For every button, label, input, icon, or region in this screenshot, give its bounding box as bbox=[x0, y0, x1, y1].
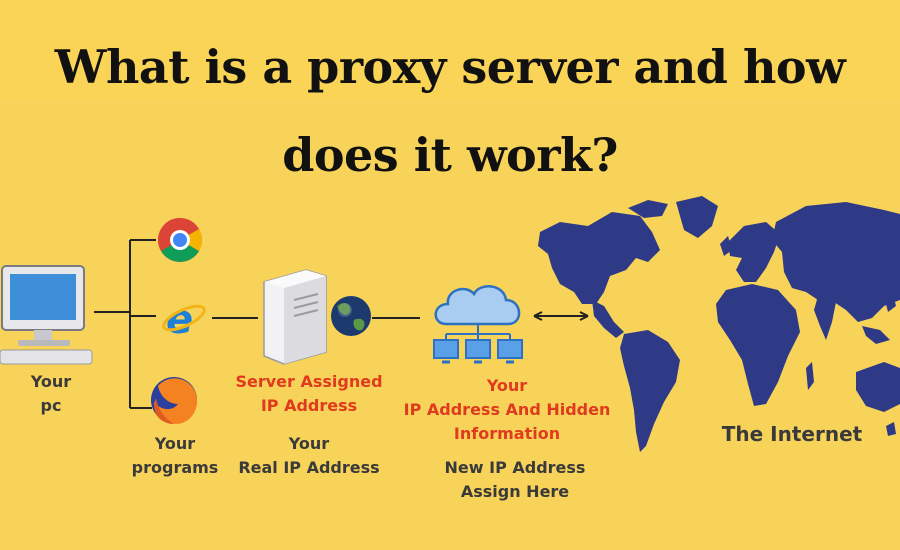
chrome-browser-icon bbox=[158, 218, 202, 262]
real-ip-label-line-2: Real IP Address bbox=[238, 458, 380, 477]
your-programs-label-line-1: Your bbox=[154, 434, 196, 453]
hidden-info-label-line-1: Your bbox=[486, 376, 528, 395]
world-map bbox=[538, 196, 900, 452]
computer-monitor-icon bbox=[0, 265, 93, 365]
hidden-info-label-line-3: Information bbox=[453, 424, 561, 443]
your-pc-label-line-2: pc bbox=[40, 396, 62, 415]
the-internet-label: The Internet bbox=[721, 422, 863, 446]
svg-text:e: e bbox=[166, 297, 193, 343]
new-ip-label-line-1: New IP Address bbox=[444, 458, 586, 477]
real-ip-label-line-1: Your bbox=[288, 434, 330, 453]
globe-icon bbox=[331, 296, 371, 336]
firefox-browser-icon bbox=[151, 377, 198, 424]
server-assigned-label-line-2: IP Address bbox=[260, 396, 358, 415]
server-assigned-label-line-1: Server Assigned bbox=[235, 372, 383, 391]
new-ip-label-line-2: Assign Here bbox=[460, 482, 570, 501]
your-pc-label-line-1: Your bbox=[30, 372, 72, 391]
your-programs-label-line-2: programs bbox=[131, 458, 219, 477]
internet-explorer-icon: e bbox=[162, 297, 206, 343]
connector-lines bbox=[94, 239, 589, 409]
page-title-line-1: What is a proxy server and how bbox=[54, 40, 846, 94]
hidden-info-label-line-2: IP Address And Hidden bbox=[403, 400, 611, 419]
page-title-line-2: does it work? bbox=[282, 128, 618, 182]
title-band bbox=[0, 0, 900, 100]
cloud-network-icon bbox=[433, 285, 523, 364]
server-tower-icon bbox=[263, 269, 327, 365]
